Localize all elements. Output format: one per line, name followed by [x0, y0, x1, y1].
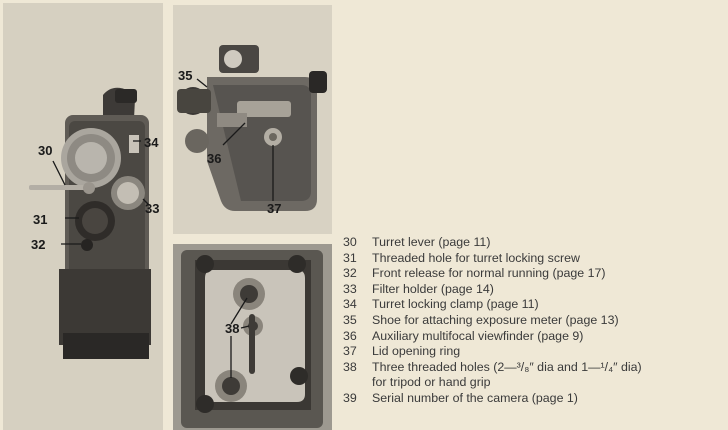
legend-text: Turret lever (page 11) [372, 235, 491, 249]
legend-item: 39 Serial number of the camera (page 1) [343, 391, 723, 407]
callout-30: 30 [38, 143, 53, 158]
legend-number: 33 [343, 281, 357, 296]
legend-item: 35 Shoe for attaching exposure meter (pa… [343, 313, 723, 329]
legend-item: 37 Lid opening ring [343, 344, 723, 360]
callout-37: 37 [267, 201, 282, 216]
callout-33: 33 [145, 201, 160, 216]
camera-base-photo: 38 [173, 244, 332, 430]
camera-side-photo: 35 36 37 [173, 5, 332, 234]
legend-item: 33 Filter holder (page 14) [343, 282, 723, 298]
legend-item: 34 Turret locking clamp (page 11) [343, 297, 723, 313]
legend-number: 34 [343, 297, 357, 312]
legend-text-multiline: Three threaded holes (2—³/₈″ dia and 1—¹… [372, 360, 723, 391]
legend-item: 32 Front release for normal running (pag… [343, 266, 723, 282]
legend-number: 37 [343, 344, 357, 359]
legend-number: 32 [343, 266, 357, 281]
camera-base-illustration [173, 244, 332, 430]
legend-number: 31 [343, 250, 357, 265]
legend-text: Filter holder (page 14) [372, 281, 494, 296]
callout-36: 36 [207, 151, 222, 166]
camera-side-illustration [173, 5, 332, 234]
legend-item: 31 Threaded hole for turret locking scre… [343, 251, 723, 267]
parts-legend: 30 Turret lever (page 11) 31 Threaded ho… [343, 235, 723, 407]
legend-text: Three threaded holes (2—³/₈″ dia and 1—¹… [372, 359, 642, 374]
callout-31: 31 [33, 212, 48, 227]
legend-text: Auxiliary multifocal viewfinder (page 9) [372, 328, 584, 343]
callout-38: 38 [225, 321, 240, 336]
legend-item: 30 Turret lever (page 11) [343, 235, 723, 251]
legend-text: Turret locking clamp (page 11) [372, 297, 539, 312]
callout-35: 35 [178, 68, 193, 83]
legend-item: 36 Auxiliary multifocal viewfinder (page… [343, 329, 723, 345]
legend-text: Front release for normal running (page 1… [372, 266, 606, 281]
camera-front-photo: 30 31 32 34 33 [3, 3, 163, 430]
legend-number: 30 [343, 235, 357, 249]
legend-number: 38 [343, 359, 357, 374]
callout-34: 34 [144, 135, 159, 150]
legend-text: Serial number of the camera (page 1) [372, 390, 578, 405]
legend-number: 35 [343, 312, 357, 327]
callout-32: 32 [31, 237, 46, 252]
legend-text: Shoe for attaching exposure meter (page … [372, 312, 619, 327]
legend-text: Threaded hole for turret locking screw [372, 250, 580, 265]
legend-item: 38 Three threaded holes (2—³/₈″ dia and … [343, 360, 723, 391]
legend-text-continued: for tripod or hand grip [372, 375, 491, 390]
legend-number: 36 [343, 328, 357, 343]
legend-text: Lid opening ring [372, 344, 461, 359]
legend-number: 39 [343, 390, 357, 405]
camera-front-illustration [3, 3, 163, 430]
